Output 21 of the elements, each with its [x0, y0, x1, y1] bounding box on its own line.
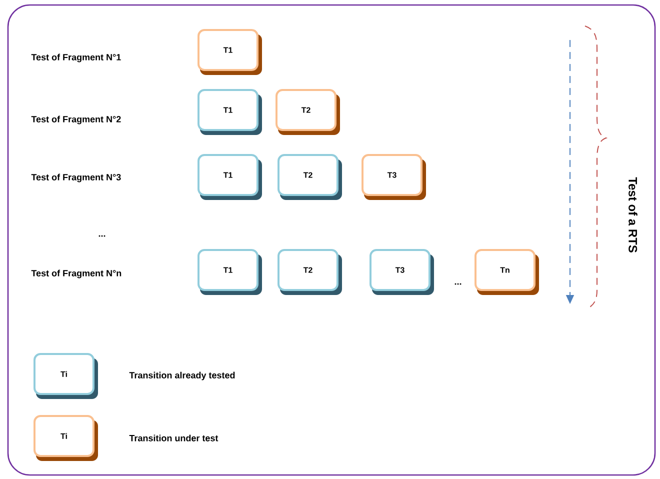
legend-box: Ti [34, 353, 98, 399]
row-label: Test of Fragment N°n [31, 270, 122, 278]
row-label: Test of Fragment N°3 [31, 174, 121, 182]
rotated-label: Test of a RTS [628, 177, 638, 252]
ellipsis: ... [98, 235, 106, 237]
row-label: Test of Fragment N°1 [31, 54, 121, 62]
transition-box: T3 [370, 249, 434, 295]
ellipsis: ... [454, 283, 462, 285]
transition-box: T1 [198, 249, 262, 295]
legend-text: Transition already tested [129, 372, 235, 380]
transition-box: T1 [198, 89, 262, 135]
transition-box: Tn [474, 249, 539, 295]
transition-box: T1 [198, 29, 262, 75]
row-label: Test of Fragment N°2 [31, 116, 121, 124]
legend-box: Ti [34, 415, 98, 461]
transition-box: T2 [278, 249, 342, 295]
legend-text: Transition under test [129, 434, 218, 442]
transition-box: T2 [276, 89, 340, 135]
transition-box: T2 [278, 154, 342, 200]
transition-box: T3 [362, 154, 426, 200]
transition-box: T1 [198, 154, 262, 200]
